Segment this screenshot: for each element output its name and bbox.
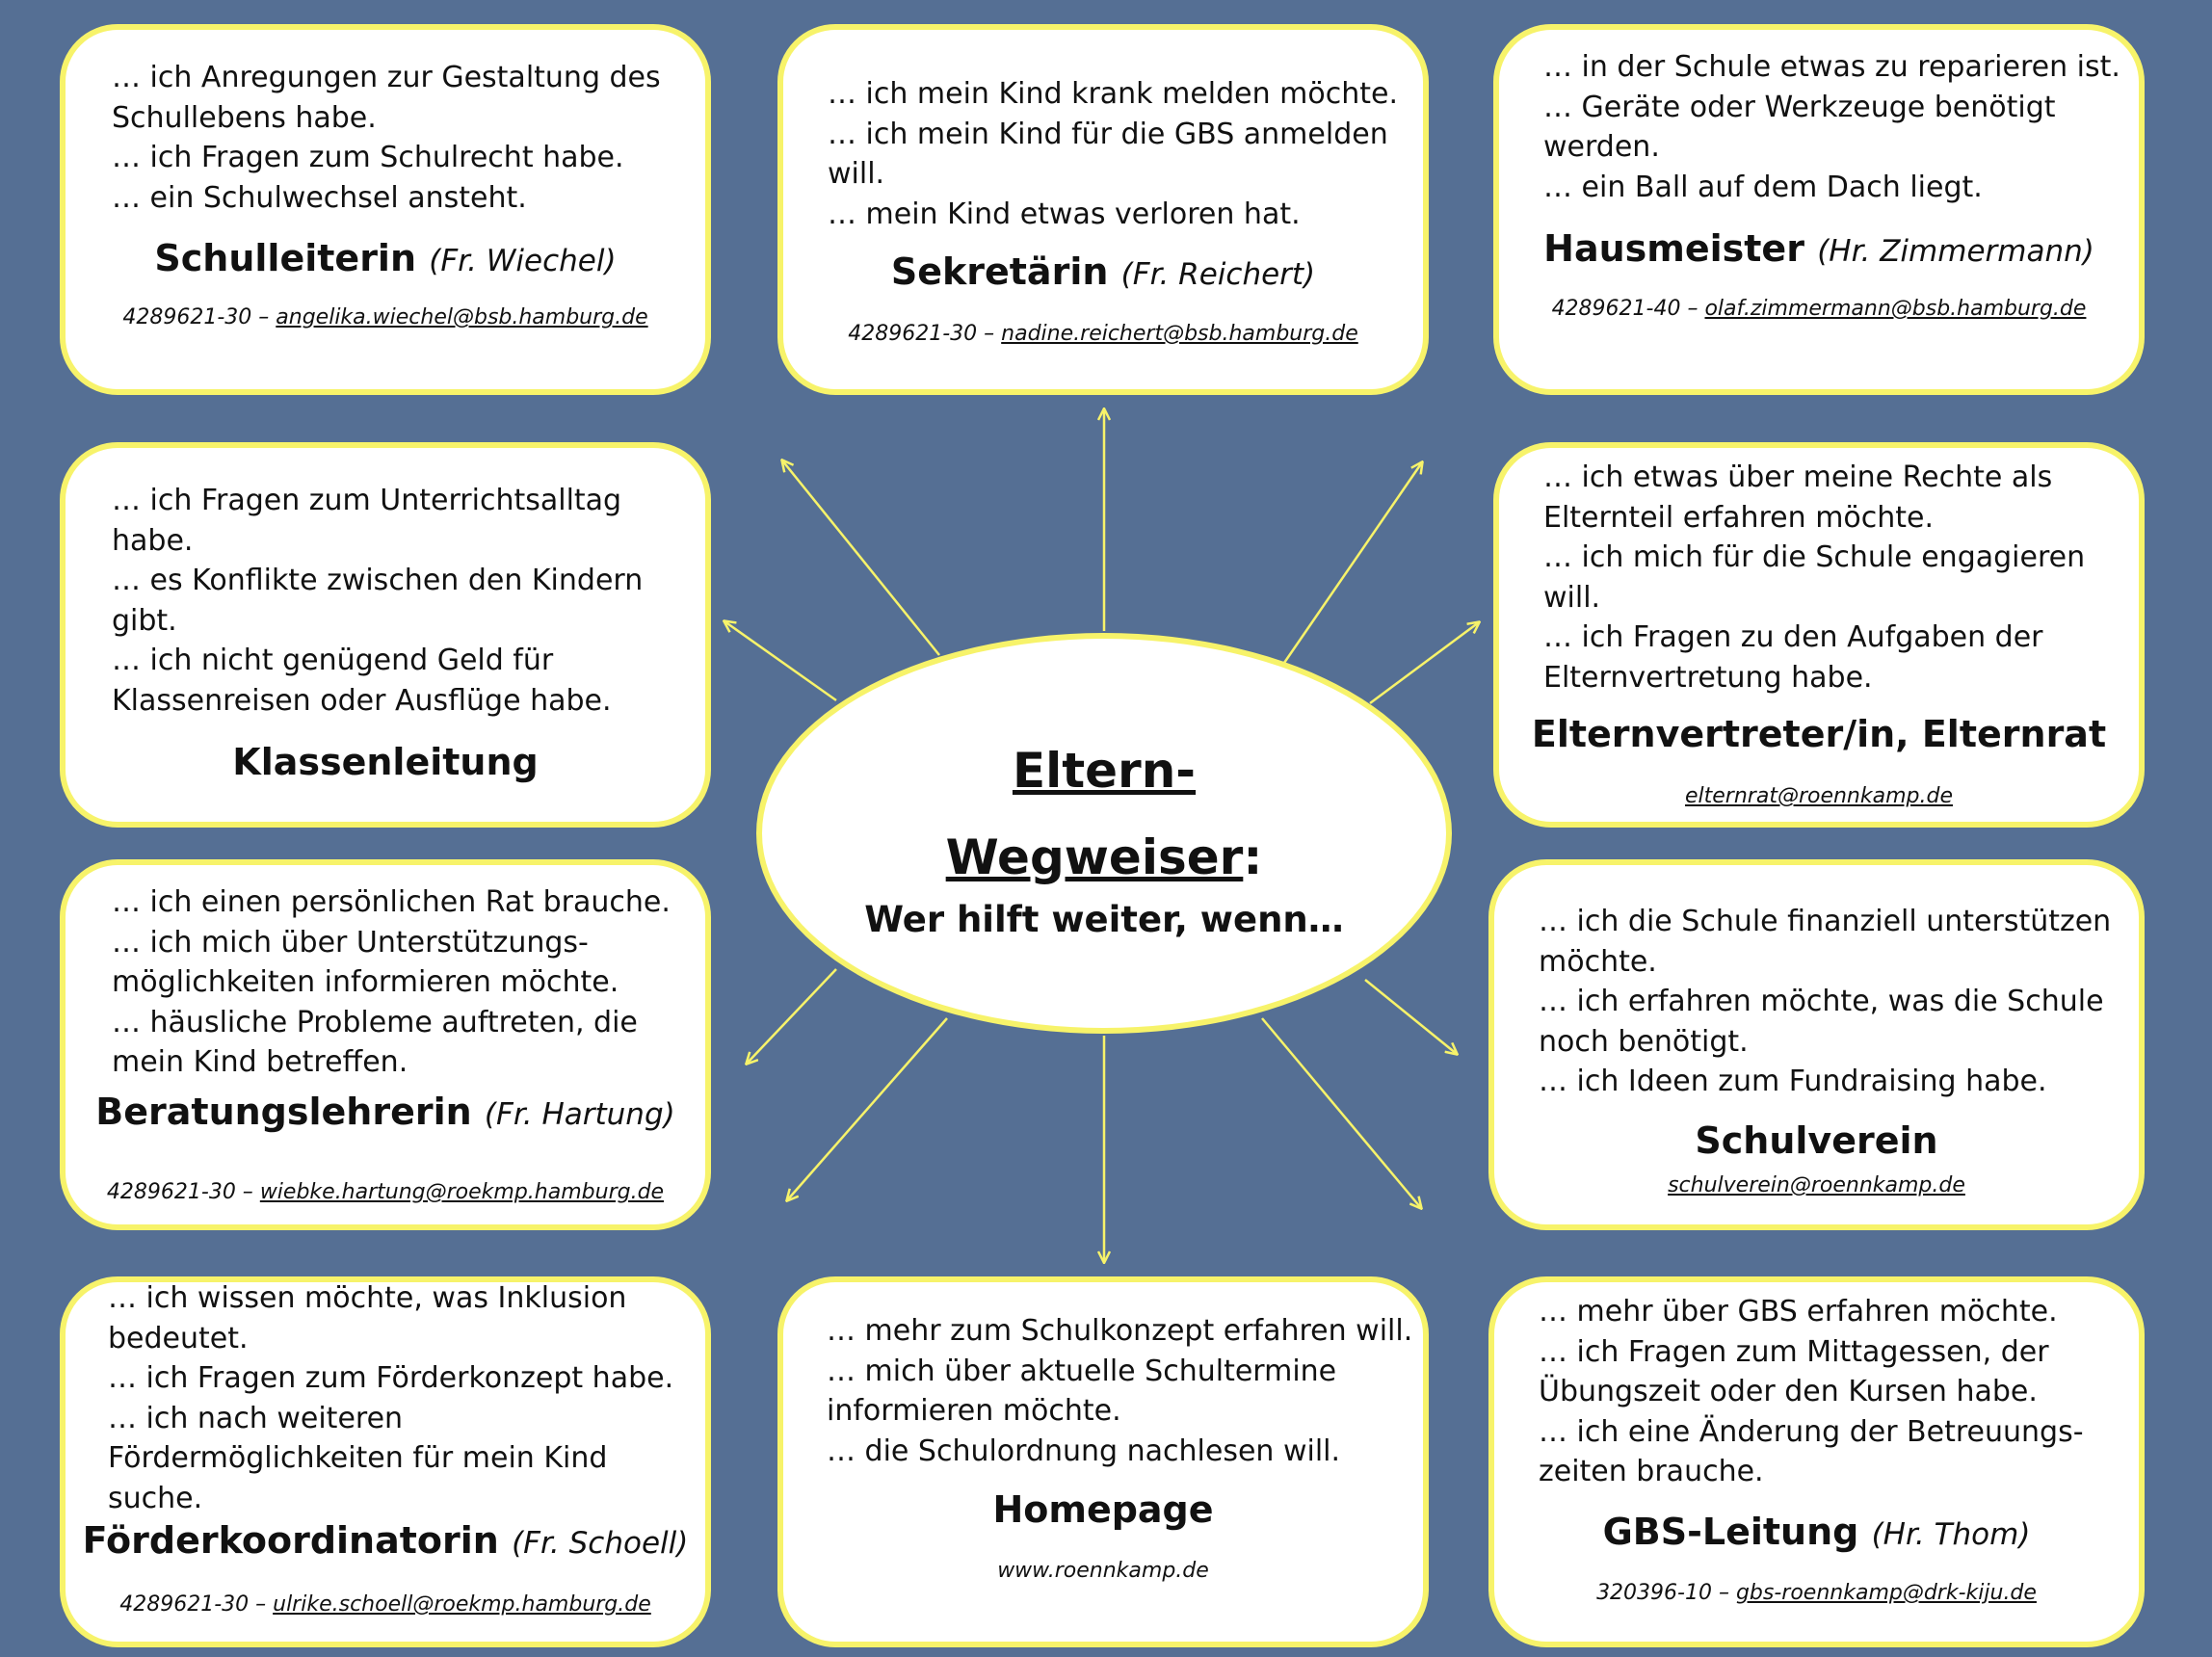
card-title: Beratungslehrerin (Fr. Hartung)	[95, 1091, 675, 1133]
email-link[interactable]: nadine.reichert@bsb.hamburg.de	[1001, 322, 1358, 346]
card-contact[interactable]: www.roennkamp.de	[783, 1559, 1423, 1583]
card-klassenleitung: … ich Fragen zum Unterrichtsalltag habe.…	[60, 442, 711, 828]
email-link[interactable]: olaf.zimmermann@bsb.hamburg.de	[1704, 297, 2087, 321]
card-text: … ich wissen möchte, was Inklusion bedeu…	[108, 1281, 674, 1515]
card-text: … ich die Schule finanziell unterstützen…	[1539, 905, 2112, 1098]
card-title: Hausmeister (Hr. Zimmermann)	[1543, 227, 2094, 270]
card-contact: elternrat@roennkamp.de	[1499, 784, 2139, 808]
card-text: … in der Schule etwas zu reparieren ist.…	[1543, 50, 2120, 204]
email-link[interactable]: wiebke.hartung@roekmp.hamburg.de	[259, 1180, 665, 1204]
email-link[interactable]: schulverein@roennkamp.de	[1668, 1173, 1965, 1197]
email-link[interactable]: angelika.wiechel@bsb.hamburg.de	[276, 305, 648, 329]
arrow-to-schulverein-upper	[1364, 979, 1457, 1054]
arrow-to-elternrat	[1369, 622, 1479, 705]
card-sekretaerin: … ich mein Kind krank melden möchte. … i…	[777, 24, 1429, 395]
arrow-to-beratung	[747, 968, 837, 1064]
card-text: … ich Fragen zum Unterrichtsalltag habe.…	[112, 484, 644, 718]
center-heading: Eltern- Wegweiser:	[945, 743, 1263, 885]
card-text: … mehr zum Schulkonzept erfahren will. ……	[827, 1314, 1413, 1468]
card-title: Schulverein	[1695, 1119, 1938, 1162]
card-foerderkoordinatorin: … ich wissen möchte, was Inklusion bedeu…	[60, 1276, 711, 1647]
card-gbs-leitung: … mehr über GBS erfahren möchte. … ich F…	[1488, 1276, 2145, 1647]
card-title: Schulleiterin (Fr. Wiechel)	[154, 237, 617, 279]
center-ellipse: Eltern- Wegweiser: Wer hilft weiter, wen…	[756, 633, 1452, 1034]
card-contact: 4289621-30 – ulrike.schoell@roekmp.hambu…	[119, 1592, 651, 1617]
homepage-link: www.roennkamp.de	[997, 1559, 1209, 1583]
card-text: … ich mein Kind krank melden möchte. … i…	[828, 77, 1399, 231]
card-contact: 4289621-40 – olaf.zimmermann@bsb.hamburg…	[1551, 297, 2087, 321]
card-elternrat: … ich etwas über meine Rechte als Eltern…	[1493, 442, 2145, 828]
arrow-to-klassenleitung	[724, 621, 837, 702]
card-title: Förderkoordinatorin (Fr. Schoell)	[82, 1519, 689, 1562]
center-subheading: Wer hilft weiter, wenn…	[864, 899, 1344, 940]
arrow-to-schulverein-lower	[1261, 1017, 1421, 1208]
card-hausmeister: … in der Schule etwas zu reparieren ist.…	[1493, 24, 2145, 395]
card-contact: 4289621-30 – angelika.wiechel@bsb.hambur…	[122, 305, 648, 329]
card-contact: 320396-10 – gbs-roennkamp@drk-kiju.de	[1596, 1581, 2037, 1605]
card-title: Homepage	[992, 1488, 1214, 1531]
email-link[interactable]: elternrat@roennkamp.de	[1685, 784, 1953, 808]
card-text: … ich Anregungen zur Gestaltung des Schu…	[112, 61, 661, 215]
card-homepage: … mehr zum Schulkonzept erfahren will. ……	[777, 1276, 1429, 1647]
email-link[interactable]: gbs-roennkamp@drk-kiju.de	[1735, 1581, 2037, 1605]
card-schulverein: … ich die Schule finanziell unterstützen…	[1488, 859, 2145, 1230]
card-text: … mehr über GBS erfahren möchte. … ich F…	[1539, 1295, 2084, 1488]
card-beratungslehrerin: … ich einen persönlichen Rat brauche. … …	[60, 859, 711, 1230]
card-schulleiterin: … ich Anregungen zur Gestaltung des Schu…	[60, 24, 711, 395]
card-contact: 4289621-30 – wiebke.hartung@roekmp.hambu…	[106, 1180, 665, 1204]
card-title: Elternvertreter/in, Elternrat	[1531, 713, 2107, 755]
arrow-to-hausmeister	[1282, 462, 1422, 664]
card-text: … ich etwas über meine Rechte als Eltern…	[1543, 460, 2086, 695]
card-text: … ich einen persönlichen Rat brauche. … …	[112, 885, 671, 1079]
card-contact: schulverein@roennkamp.de	[1494, 1173, 2139, 1197]
email-link[interactable]: ulrike.schoell@roekmp.hamburg.de	[273, 1592, 651, 1617]
arrow-to-foerderung	[787, 1017, 948, 1200]
card-title: Klassenleitung	[232, 741, 539, 783]
card-title: GBS-Leitung (Hr. Thom)	[1602, 1511, 2031, 1553]
card-title: Sekretärin (Fr. Reichert)	[890, 250, 1316, 293]
card-contact: 4289621-30 – nadine.reichert@bsb.hamburg…	[848, 322, 1358, 346]
arrow-to-schulleiterin	[782, 460, 940, 656]
